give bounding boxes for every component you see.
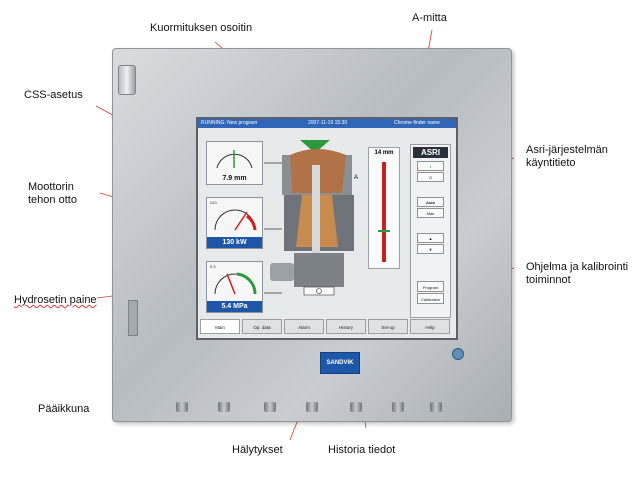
pressure-value: 5.4 MPa xyxy=(207,301,262,312)
callout-a-measure: A-mitta xyxy=(412,12,447,24)
a-measure-value: 14 mm xyxy=(374,150,394,156)
tab-history[interactable]: History xyxy=(326,319,366,334)
screen-title-bar: RUNNING: New program 2007-11-19 15:30 Ch… xyxy=(198,119,456,128)
connector xyxy=(430,402,442,412)
pressure-dial-icon xyxy=(214,272,257,295)
asri-logo: ASRI xyxy=(413,147,448,158)
crusher-diagram-icon xyxy=(264,140,354,296)
callout-css-setting: CSS-asetus xyxy=(24,89,83,101)
program-button[interactable]: Program xyxy=(417,281,444,292)
callout-load-indicator: Kuormituksen osoitin xyxy=(150,22,253,34)
css-value: 7.9 mm xyxy=(222,175,247,182)
tab-help[interactable]: Help xyxy=(410,319,450,334)
asri-panel: ASRI I O Auto Man ▲ ▼ Program Calibratio… xyxy=(410,144,451,318)
power-value: 130 kW xyxy=(207,237,262,248)
css-dial-icon xyxy=(216,150,253,169)
callout-main-window: Pääikkuna xyxy=(38,403,90,415)
power-scale: 240 xyxy=(210,200,217,205)
calibration-button[interactable]: Calibration xyxy=(417,293,444,304)
pressure-scale: 5.5 xyxy=(210,264,216,269)
hmi-screen: RUNNING: New program 2007-11-19 15:30 Ch… xyxy=(196,117,458,340)
tab-alarm[interactable]: Alarm xyxy=(284,319,324,334)
connector xyxy=(306,402,318,412)
css-gauge[interactable]: 7.9 mm xyxy=(206,141,263,185)
a-label: A xyxy=(354,175,359,181)
program-status: RUNNING: New program xyxy=(201,120,258,126)
tab-op-data[interactable]: Op. data xyxy=(242,319,282,334)
asri-on-button[interactable]: I xyxy=(417,161,444,171)
cable-gland xyxy=(118,65,136,95)
tab-set-up[interactable]: Set-up xyxy=(368,319,408,334)
decrease-button[interactable]: ▼ xyxy=(417,244,444,254)
auto-mode-button[interactable]: Auto xyxy=(417,197,444,207)
callout-program-2: toiminnot xyxy=(526,274,571,286)
hydroset-text: Hydrosetin paine xyxy=(14,294,97,306)
status-light-icon xyxy=(452,348,464,360)
power-dial-icon xyxy=(214,209,257,231)
callout-asri-1: Asri-järjestelmän xyxy=(526,144,608,156)
datetime: 2007-11-19 15:30 xyxy=(308,120,348,126)
panel-latch xyxy=(128,300,138,336)
connector xyxy=(176,402,188,412)
callout-history: Historia tiedot xyxy=(328,444,396,456)
connector xyxy=(350,402,362,412)
power-gauge[interactable]: 240 130 kW xyxy=(206,197,263,249)
a-measure-panel[interactable]: 14 mm xyxy=(368,147,400,269)
callout-alarms: Hälytykset xyxy=(232,444,283,456)
callout-program-1: Ohjelma ja kalibrointi xyxy=(526,261,629,273)
manual-mode-button[interactable]: Man xyxy=(417,208,444,218)
connector xyxy=(264,402,276,412)
callout-hydroset-pressure: Hydrosetin paine xyxy=(14,294,97,307)
asri-off-button[interactable]: O xyxy=(417,172,444,182)
increase-button[interactable]: ▲ xyxy=(417,233,444,243)
tab-main[interactable]: Main xyxy=(200,319,240,334)
sandvik-logo: SANDVIK xyxy=(320,352,360,374)
callout-motor-power-2: tehon otto xyxy=(28,194,77,206)
machine-name: Chrome-finder name xyxy=(394,120,440,126)
connector xyxy=(392,402,404,412)
a-measure-marker xyxy=(378,230,390,232)
pressure-gauge[interactable]: 5.5 5.4 MPa xyxy=(206,261,263,313)
callout-motor-power-1: Moottorin xyxy=(28,181,74,193)
callout-asri-2: käyntitieto xyxy=(526,157,576,169)
a-measure-bar xyxy=(382,162,386,262)
connector xyxy=(218,402,230,412)
